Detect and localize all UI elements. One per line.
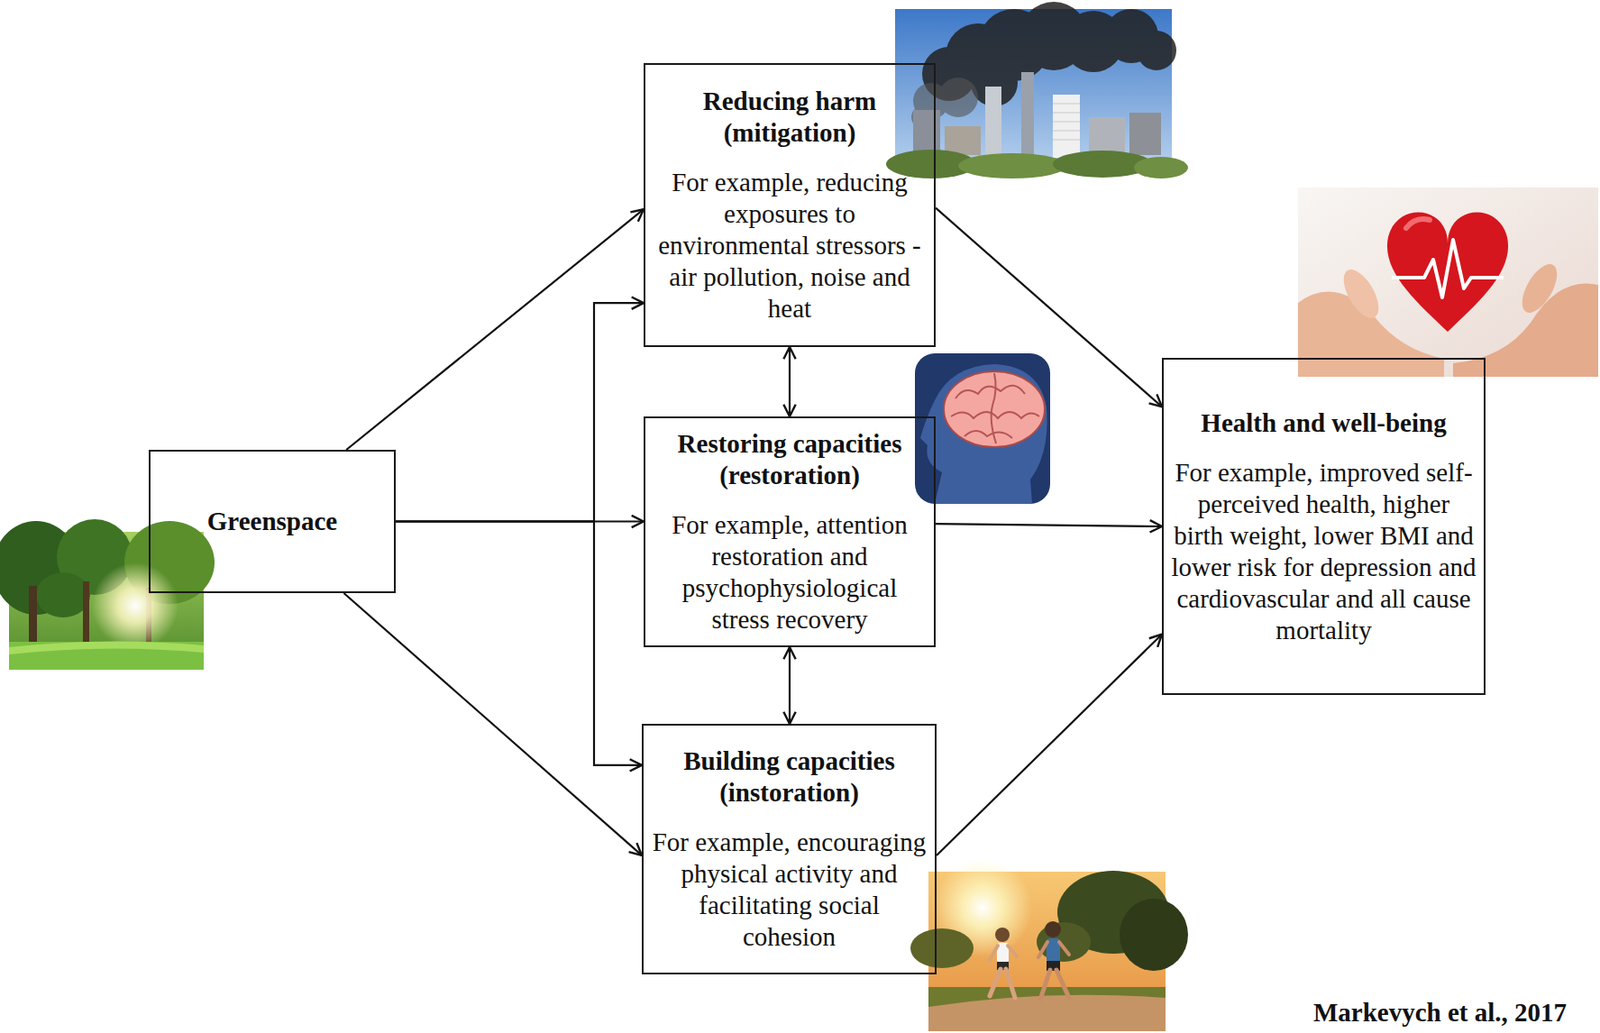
box-body: For example, attention restoration and p… xyxy=(652,509,927,636)
box-heading: Reducing harm (mitigation) xyxy=(658,85,921,149)
box-heading: Greenspace xyxy=(207,505,338,538)
connector-arrow xyxy=(935,208,1162,408)
box-body: For example, encouraging physical activi… xyxy=(650,826,928,953)
connector-arrow xyxy=(346,209,644,450)
pathway-box: Restoring capacities (restoration) For ex… xyxy=(643,416,936,648)
box-body: For example, improved self-perceived hea… xyxy=(1170,457,1477,647)
connector-arrow xyxy=(395,521,642,766)
pathway-box: Reducing harm (mitigation) For example, r… xyxy=(643,63,936,348)
box-heading: Restoring capacities (restoration) xyxy=(658,428,921,492)
source-box: Greenspace xyxy=(148,449,396,594)
connector-arrow xyxy=(935,523,1162,527)
box-heading: Building capacities (instoration) xyxy=(658,745,921,809)
park-photo xyxy=(0,519,215,670)
city-smoke-photo xyxy=(886,1,1189,179)
citation-label: Markevych et al., 2017 xyxy=(1313,998,1567,1026)
heart-hands-photo xyxy=(1298,187,1599,377)
pathway-box: Building capacities (instoration) For exa… xyxy=(641,723,937,975)
runners-photo xyxy=(910,858,1189,1032)
connector-arrow xyxy=(343,593,642,856)
connector-arrow xyxy=(788,647,791,724)
connector-arrow xyxy=(788,347,791,417)
box-heading: Health and well-being xyxy=(1200,407,1446,439)
box-body: For example, reducing exposures to envir… xyxy=(652,166,927,325)
connector-arrow xyxy=(395,302,644,522)
outcome-box: Health and well-beingFor example, improv… xyxy=(1161,357,1486,695)
connector-arrow xyxy=(936,634,1162,856)
